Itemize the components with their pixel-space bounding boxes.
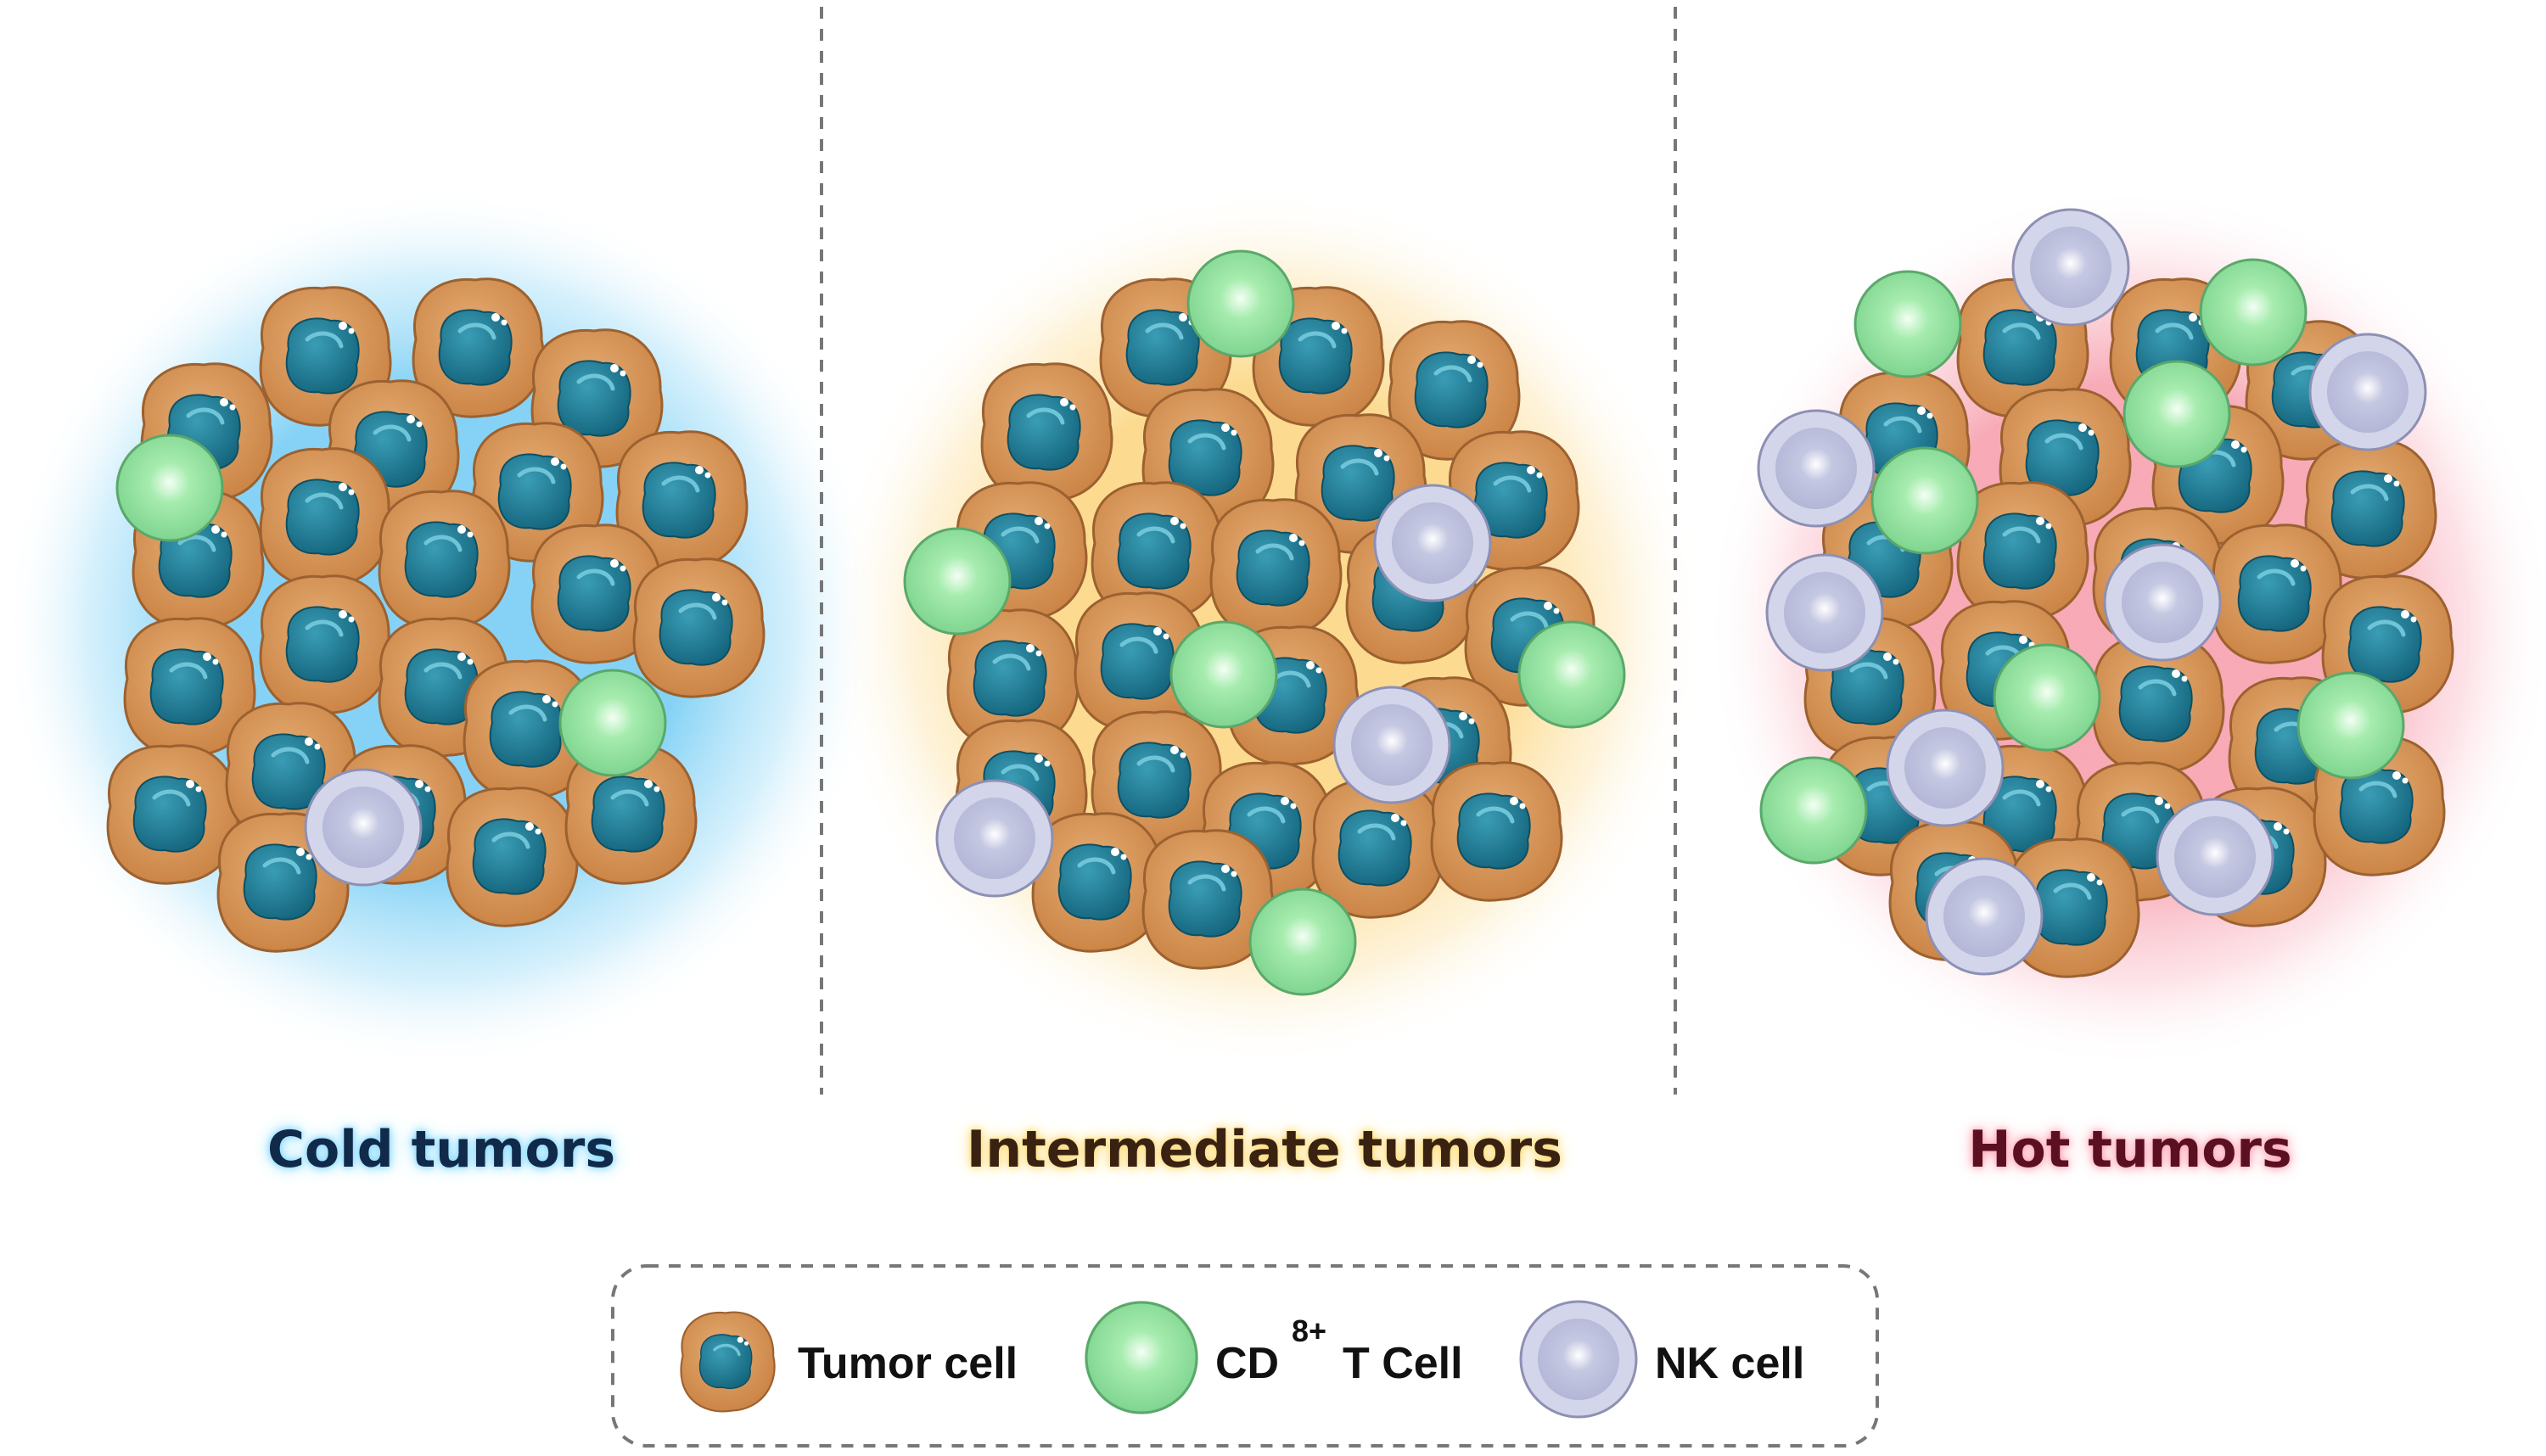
hot-cd8-t-cell <box>2296 671 2405 780</box>
legend-frame <box>611 1264 1879 1448</box>
intermediate-nk-cell <box>1332 686 1451 804</box>
hot-nk-cell <box>1757 409 1876 528</box>
cold-cd8-t-cell <box>558 669 667 777</box>
hot-cd8-t-cell <box>2199 258 2308 367</box>
hot-nk-cell <box>2011 208 2130 327</box>
hot-nk-cell <box>1925 857 2044 976</box>
legend-cd8-t-cell-icon <box>1085 1301 1198 1414</box>
hot-cd8-t-cell <box>2123 360 2231 468</box>
legend-cd8-label-suffix: T Cell <box>1343 1339 1463 1388</box>
hot-nk-cell <box>1886 708 2005 827</box>
panel-intermediate <box>823 187 1706 1069</box>
hot-cd8-t-cell <box>1853 270 1962 378</box>
legend-tumor-cell-icon <box>679 1310 777 1414</box>
legend-cd8-label-prefix: CD <box>1215 1339 1280 1388</box>
legend-nk-cell-icon <box>1519 1300 1638 1419</box>
intermediate-cd8-t-cell <box>1517 620 1626 729</box>
hot-nk-cell <box>2156 798 2274 916</box>
intermediate-cd8-t-cell <box>1186 249 1295 358</box>
hot-cd8-t-cell <box>1759 756 1868 865</box>
hot-cd8-t-cell <box>1870 446 1979 555</box>
hot-nk-cell <box>1765 553 1884 672</box>
panel-hot <box>1706 187 2546 1069</box>
intermediate-cd8-t-cell <box>1169 620 1278 729</box>
panel-cold <box>0 187 883 1069</box>
legend-cd8-superscript: 8+ <box>1292 1313 1327 1348</box>
hot-tumors-title: Hot tumors <box>1968 1120 2292 1179</box>
intermediate-cd8-t-cell <box>903 527 1012 636</box>
legend <box>611 1264 1879 1448</box>
intermediate-tumors-title: Intermediate tumors <box>967 1120 1562 1179</box>
intermediate-nk-cell <box>935 779 1054 898</box>
hot-cd8-t-cell <box>1993 643 2101 752</box>
hot-nk-cell <box>2103 543 2222 662</box>
cold-nk-cell <box>304 768 423 887</box>
cold-cd8-t-cell <box>115 434 224 542</box>
intermediate-nk-cell <box>1373 484 1492 602</box>
legend-tumor-cell-label: Tumor cell <box>798 1339 1018 1388</box>
cold-tumors-title: Cold tumors <box>266 1120 616 1179</box>
legend-nk-cell-label: NK cell <box>1655 1339 1805 1388</box>
intermediate-cd8-t-cell <box>1248 888 1357 996</box>
hot-nk-cell <box>2308 333 2427 451</box>
